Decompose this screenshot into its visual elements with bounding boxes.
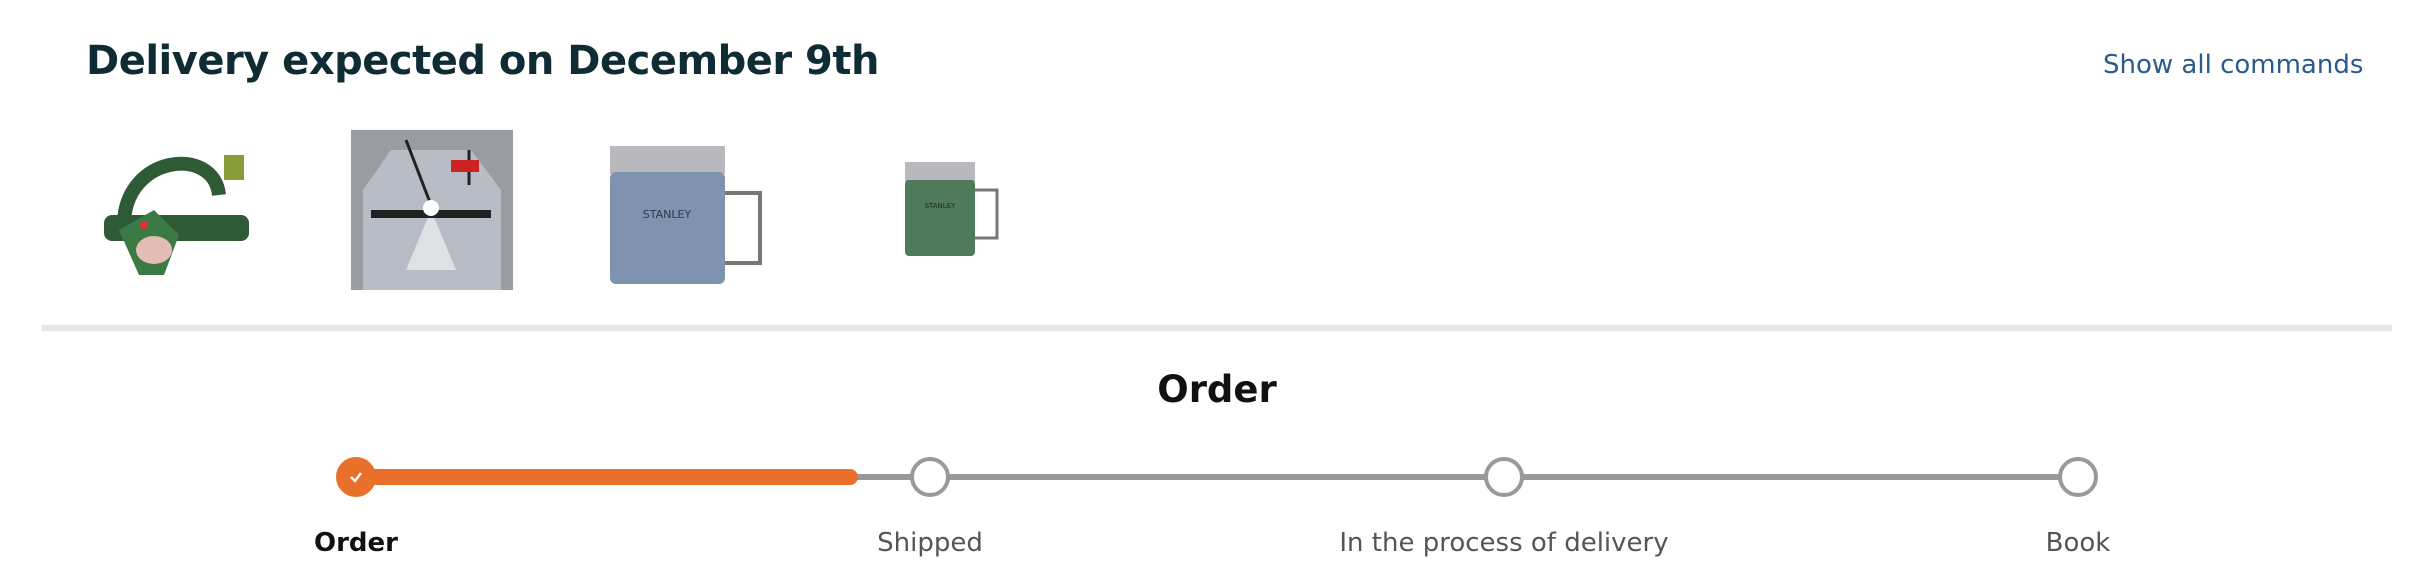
product-thumbnail-headlamp[interactable]	[94, 135, 259, 285]
mug-image: STANLEY	[905, 162, 999, 256]
step-label-in-delivery: In the process of delivery	[1339, 528, 1669, 558]
progress-track	[356, 474, 2078, 480]
mug-brand: STANLEY	[643, 208, 692, 221]
section-divider	[42, 325, 2392, 331]
step-node-shipped	[910, 457, 950, 497]
mug-brand: STANLEY	[925, 202, 957, 210]
show-all-commands-link[interactable]: Show all commands	[2103, 50, 2364, 80]
step-node-in-delivery	[1484, 457, 1524, 497]
checkmark-icon	[350, 472, 362, 483]
product-thumbnail-mug-blue[interactable]: STANLEY	[605, 138, 770, 288]
progress-fill	[350, 469, 858, 485]
order-tracker-title: Order	[1157, 368, 1277, 411]
product-thumbnail-chest-light[interactable]	[351, 130, 513, 290]
step-label-book: Book	[2045, 528, 2111, 558]
step-node-order	[336, 457, 376, 497]
delivery-title: Delivery expected on December 9th	[86, 38, 879, 84]
headlamp-image	[104, 155, 249, 275]
product-thumbnail-mug-green[interactable]: STANLEY	[902, 158, 1002, 258]
step-node-book	[2058, 457, 2098, 497]
step-label-shipped: Shipped	[877, 528, 983, 558]
mug-image: STANLEY	[610, 146, 762, 284]
step-label-order: Order	[314, 528, 398, 558]
chest-light-image	[363, 139, 501, 290]
